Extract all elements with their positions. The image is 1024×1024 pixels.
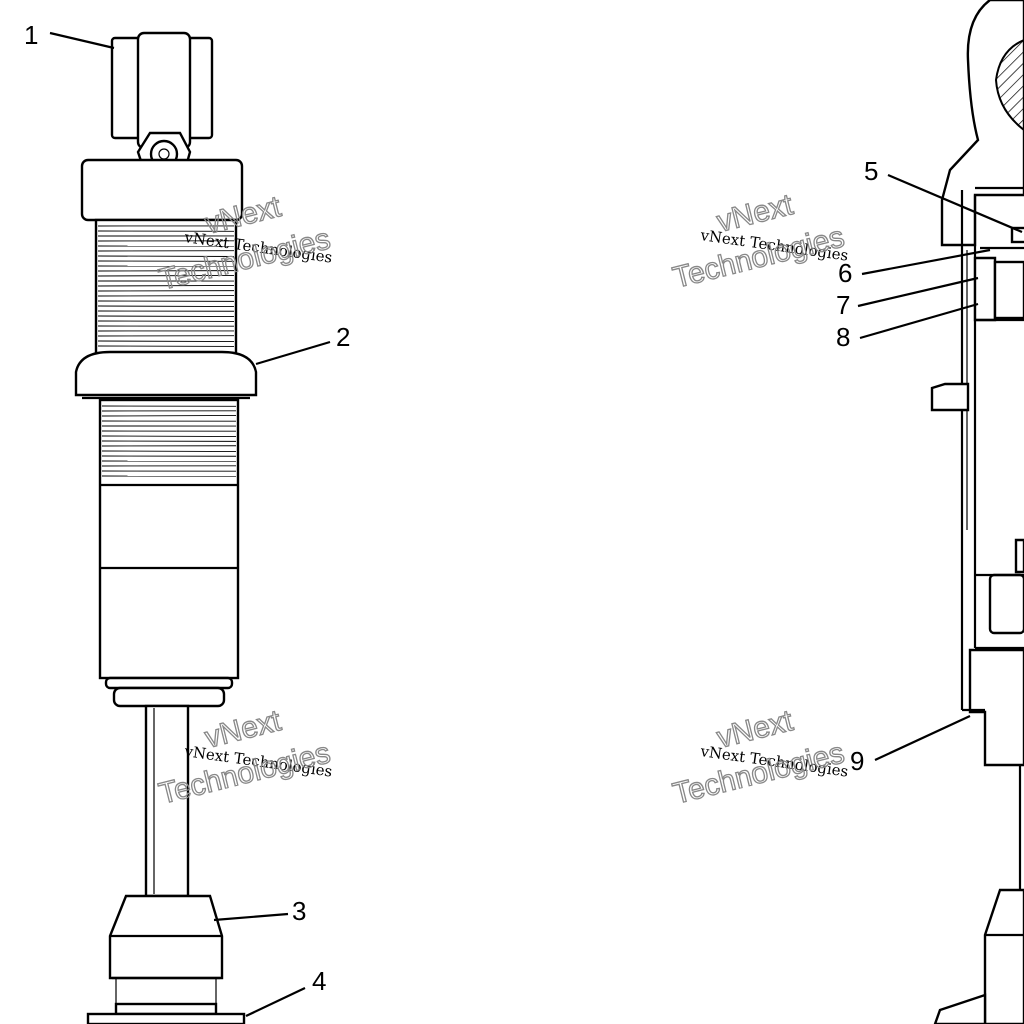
thread-line [102,451,236,452]
watermark-top-right: vNext vNext Technologies Technologies [670,188,850,295]
thread-line [98,316,234,317]
thread-line [98,306,234,307]
callout-2: 2 [336,322,350,352]
callout-9: 9 [850,746,864,776]
svg-text:Technologies: Technologies [670,220,848,294]
thread-line [102,415,236,416]
thread-line [98,341,234,342]
callout-8: 8 [836,322,850,352]
thread-line [102,436,236,437]
callout-1: 1 [24,20,38,50]
watermark-bottom-right: vNext vNext Technologies Technologies [670,704,850,811]
svg-text:Technologies: Technologies [670,736,848,810]
callout-5: 5 [864,156,878,186]
callout-7: 7 [836,290,850,320]
callout-3: 3 [292,896,306,926]
shock-absorber-exterior [76,33,256,1024]
callout-4: 4 [312,966,326,996]
shock-absorber-section [932,0,1024,1024]
